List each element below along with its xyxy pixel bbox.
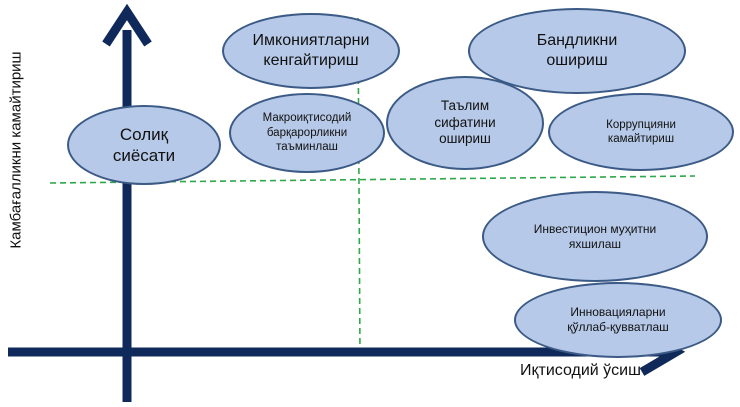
- node-label: Имкониятларни кенгайтириш: [252, 32, 370, 69]
- node-macro-stability: Макроиқтисодий барқарорликни таъминлаш: [229, 93, 385, 173]
- horizontal-divider: [49, 175, 696, 184]
- node-label: Инновацияларни қўллаб-қувватлаш: [567, 305, 669, 334]
- node-investment-climate: Инвестицион муҳитни яхшилаш: [482, 191, 708, 282]
- node-label: Коррупцияни камайтириш: [606, 118, 676, 145]
- node-education-quality: Таълим сифатини ошириш: [386, 76, 544, 170]
- vertical-divider: [357, 17, 361, 356]
- node-tax-policy: Солиқ сиёсати: [67, 105, 221, 185]
- node-label: Таълим сифатини ошириш: [434, 97, 496, 147]
- node-employment: Бандликни ошириш: [468, 8, 686, 94]
- node-label: Бандликни ошириш: [536, 32, 618, 69]
- y-axis-arrowhead: [102, 3, 152, 47]
- node-expand-opportunities: Имкониятларни кенгайтириш: [222, 13, 400, 89]
- y-axis-label: Камбағалликни камайтириш: [7, 51, 25, 249]
- node-support-innovation: Инновацияларни қўллаб-қувватлаш: [514, 282, 722, 358]
- node-label: Солиқ сиёсати: [112, 124, 176, 165]
- x-axis-label: Иқтисодий ўсиш: [520, 362, 641, 379]
- node-label: Макроиқтисодий барқарорликни таъминлаш: [262, 112, 352, 154]
- node-label: Инвестицион муҳитни яхшилаш: [533, 221, 657, 251]
- node-reduce-corruption: Коррупцияни камайтириш: [548, 93, 734, 171]
